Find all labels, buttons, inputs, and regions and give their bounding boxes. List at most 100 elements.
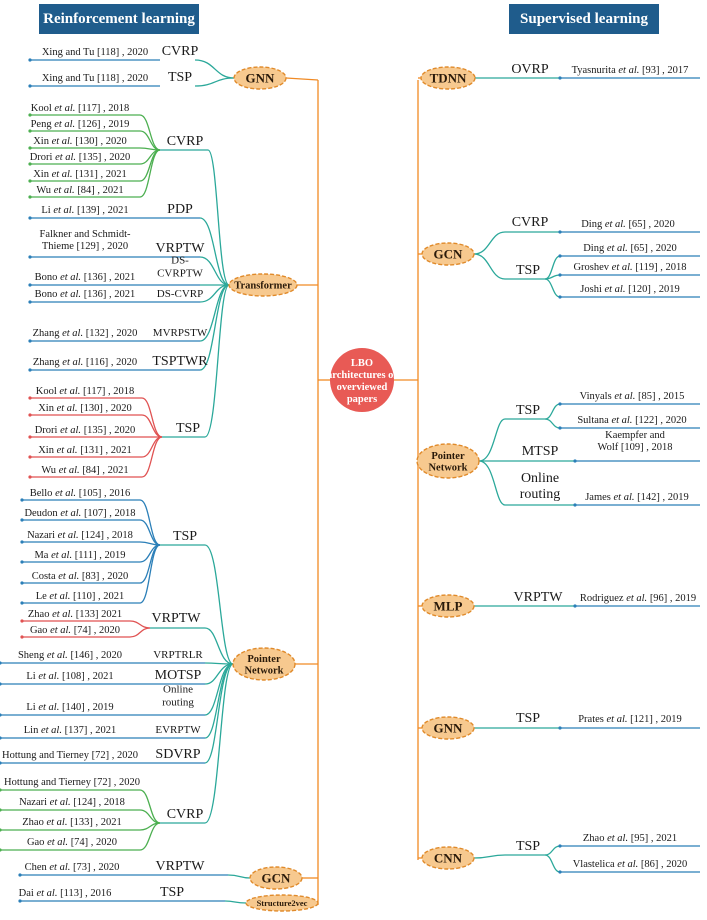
paper-line-endpoint xyxy=(20,635,24,639)
paper-line-endpoint xyxy=(0,828,2,832)
paper-label: Zhang et al. [132] , 2020 xyxy=(33,328,138,339)
paper-line-endpoint xyxy=(20,498,24,502)
problem-label: DS-CVRP xyxy=(157,288,203,300)
problem-label: CVRP xyxy=(167,134,204,149)
paper-label: Chen et al. [73] , 2020 xyxy=(25,862,120,873)
vrptw-red-curve xyxy=(129,627,151,638)
paper-line-endpoint xyxy=(558,844,562,848)
problem-label: MOTSP xyxy=(155,668,202,683)
paper-label: Peng et al. [126] , 2019 xyxy=(31,119,130,130)
paper-line-endpoint xyxy=(18,873,22,877)
transformer-branch-cvrp xyxy=(207,149,230,286)
paper-label: Kool et al. [117] , 2018 xyxy=(36,386,134,397)
problem-label: TSP xyxy=(516,839,540,854)
pointer-branch-cvrp xyxy=(204,663,234,824)
paper-line-endpoint xyxy=(28,339,32,343)
paper-label: Bono et al. [136] , 2021 xyxy=(35,272,136,283)
node-mlp-label: MLP xyxy=(434,599,463,614)
paper-label: Xin et al. [130] , 2020 xyxy=(33,136,127,147)
paper-line-endpoint xyxy=(0,682,2,686)
problem-label: CVRP xyxy=(167,807,204,822)
paper-label: Li et al. [139] , 2021 xyxy=(41,205,128,216)
problem-label: OVRP xyxy=(511,62,549,77)
vrptw-red-curve xyxy=(129,620,151,629)
paper-line-endpoint xyxy=(28,179,32,183)
problem-label: VRPTW xyxy=(156,241,206,256)
paper-label: Sultana et al. [122] , 2020 xyxy=(577,415,686,426)
paper-line-endpoint xyxy=(573,459,577,463)
tsp-curve xyxy=(544,403,561,420)
paper-line-endpoint xyxy=(18,899,22,903)
pointer-branch-tsp xyxy=(204,544,234,665)
paper-line-endpoint xyxy=(558,76,562,80)
tsp-curve xyxy=(544,845,561,856)
problem-label: CVRP xyxy=(512,215,549,230)
paper-line-endpoint xyxy=(558,726,562,730)
gnn-paper-line-endpoint xyxy=(28,58,32,62)
problem-label: SDVRP xyxy=(155,747,200,762)
paper-line-endpoint xyxy=(20,560,24,564)
paper-label: Falkner and Schmidt-Thieme [129] , 2020 xyxy=(40,229,131,252)
problem-label: TSP xyxy=(516,403,540,418)
paper-label: Ding et al. [65] , 2020 xyxy=(583,243,677,254)
node-gnn-left xyxy=(233,66,287,90)
gnn-left-branch xyxy=(194,77,235,87)
node-tdnn xyxy=(420,66,476,90)
header-reinforcement-learning: Reinforcement learning xyxy=(39,4,199,34)
paper-line-endpoint xyxy=(28,129,32,133)
header-supervised-learning: Supervised learning xyxy=(509,4,659,34)
gnn-paper-line-endpoint xyxy=(28,84,32,88)
paper-line-endpoint xyxy=(28,455,32,459)
paper-label: Xin et al. [131] , 2021 xyxy=(38,445,132,456)
problem-label: TSP xyxy=(160,885,184,900)
paper-line-endpoint xyxy=(558,230,562,234)
paper-label: Lin et al. [137] , 2021 xyxy=(24,725,116,736)
paper-label: Prates et al. [121] , 2019 xyxy=(578,714,682,725)
problem-label: TSPTWR xyxy=(152,354,208,369)
paper-line-endpoint xyxy=(28,195,32,199)
paper-line-endpoint xyxy=(558,402,562,406)
paper-line-endpoint xyxy=(558,295,562,299)
paper-line-endpoint xyxy=(28,146,32,150)
gcn-right-branch-tsp xyxy=(473,253,545,280)
paper-line-endpoint xyxy=(0,808,2,812)
paper-label: Ding et al. [65] , 2020 xyxy=(581,219,675,230)
paper-label: Vinyals et al. [85] , 2015 xyxy=(580,391,685,402)
paper-line-endpoint xyxy=(0,788,2,792)
paper-label: Costa et al. [83] , 2020 xyxy=(32,571,129,582)
paper-label: Bello et al. [105] , 2016 xyxy=(30,488,131,499)
cvrp-green-curve xyxy=(139,822,161,851)
transformer-branch xyxy=(199,256,230,286)
paper-line-endpoint xyxy=(573,604,577,608)
node-gnn-right xyxy=(421,716,475,740)
connector-lines xyxy=(0,58,700,905)
tsp-red-curve xyxy=(141,436,163,458)
paper-label: Zhao et al. [133] , 2021 xyxy=(22,817,121,828)
paper-line-endpoint xyxy=(28,255,32,259)
paper-label: Zhao et al. [95] , 2021 xyxy=(583,833,677,844)
node-gcn-right xyxy=(421,242,475,266)
problem-label: VRPTW xyxy=(156,859,206,874)
node-pointer-network-right xyxy=(416,443,480,479)
gnn-left-link xyxy=(285,77,319,81)
problem-label: TSP xyxy=(176,421,200,436)
problem-label: TSP xyxy=(516,711,540,726)
node-transformer-label: Transformer xyxy=(234,281,292,292)
paper-label: Wu et al. [84] , 2021 xyxy=(36,185,123,196)
paper-line-endpoint xyxy=(28,113,32,117)
cnn-branch xyxy=(473,854,545,859)
paper-label: Xing and Tu [118] , 2020 xyxy=(42,47,148,58)
problem-label: TSP xyxy=(168,70,192,85)
cvrp-green-curve xyxy=(139,149,161,198)
paper-label: Tyasnurita et al. [93] , 2017 xyxy=(572,65,689,76)
pointer-branch-vrptw xyxy=(204,627,234,665)
paper-label: Li et al. [108] , 2021 xyxy=(26,671,113,682)
paper-label: Xin et al. [130] , 2020 xyxy=(38,403,132,414)
problem-label: DS-CVRPTW xyxy=(157,255,203,280)
paper-line-endpoint xyxy=(20,581,24,585)
